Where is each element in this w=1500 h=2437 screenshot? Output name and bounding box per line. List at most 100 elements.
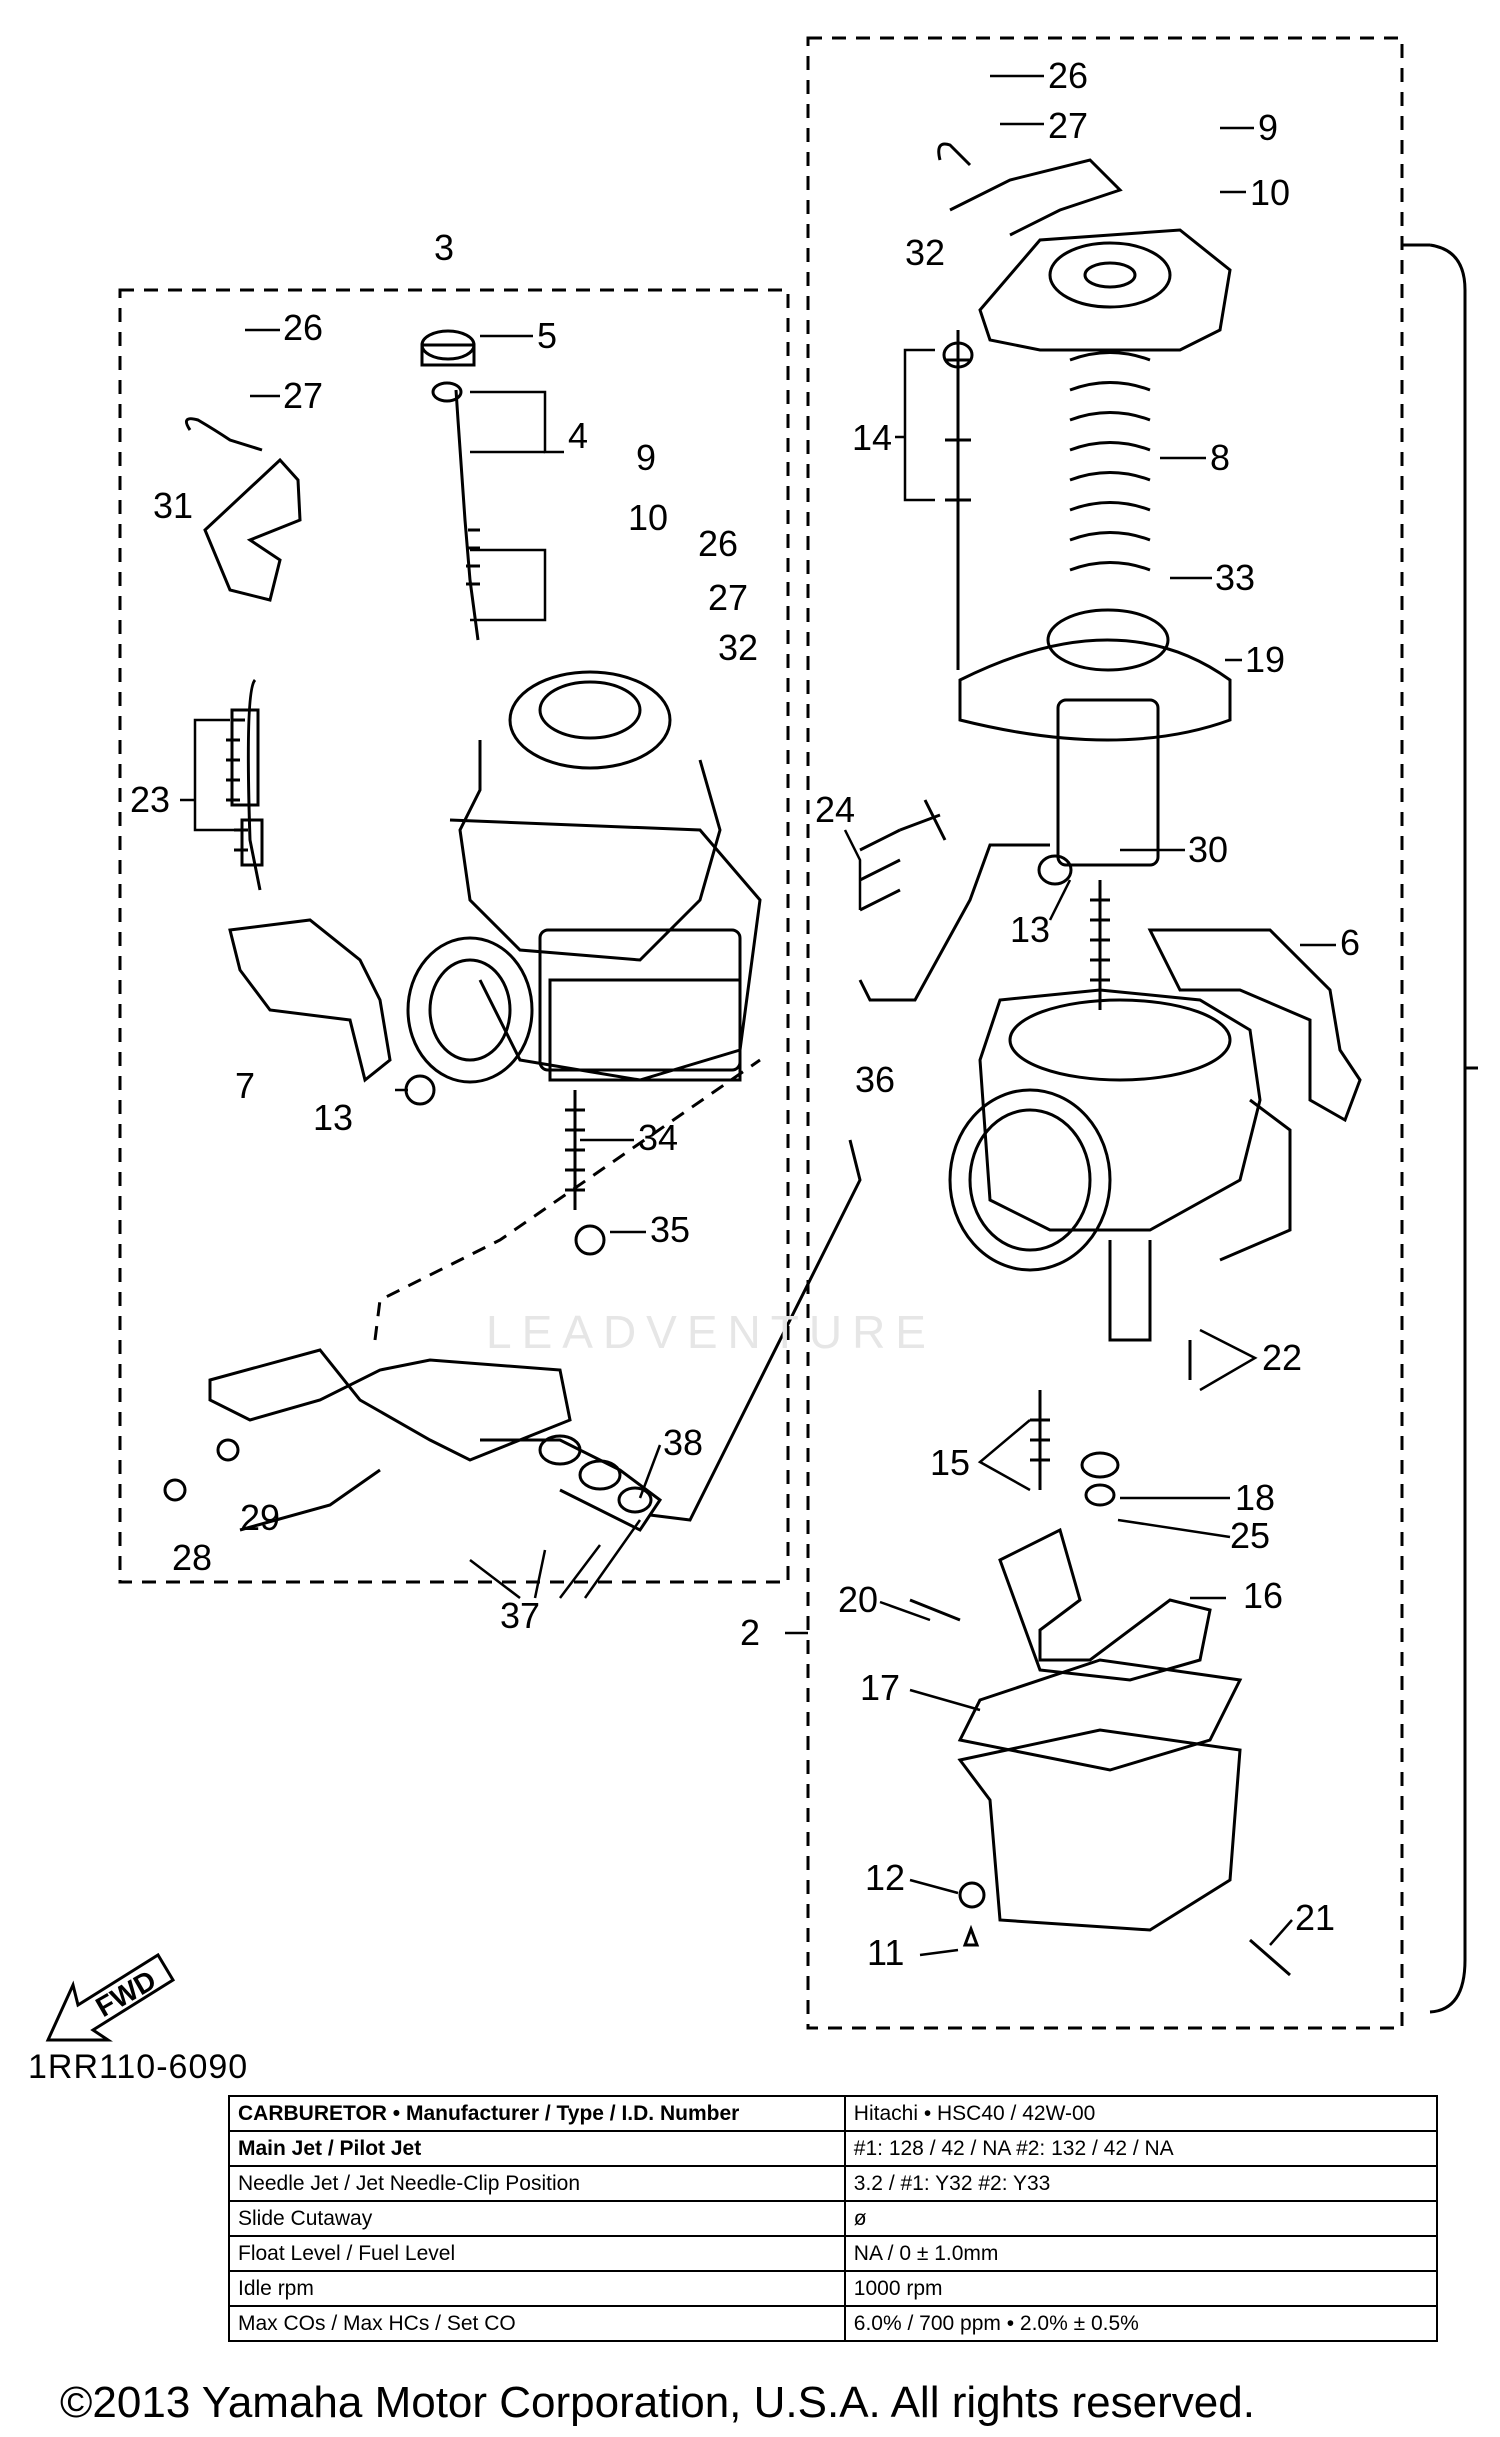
watermark-text: LEADVENTURE [486, 1306, 936, 1358]
part-17-gasket [957, 1658, 1243, 1772]
spec-value: 1000 rpm [843, 2270, 1439, 2307]
spec-label: Needle Jet / Jet Needle-Clip Position [228, 2165, 846, 2202]
callout-label: 33 [1215, 557, 1255, 598]
leader-lines [180, 74, 1336, 1957]
part-15-jet [1030, 1390, 1050, 1490]
callout-label: 19 [1245, 639, 1285, 680]
callout-label: 30 [1188, 829, 1228, 870]
callout-label: 14 [852, 417, 892, 458]
callout-label: 16 [1243, 1575, 1283, 1616]
carburetor-spec-table: CARBURETOR • Manufacturer / Type / I.D. … [228, 2095, 1439, 2342]
callout-labels: 26 27 9 10 32 8 14 33 19 3 26 5 27 31 4 … [130, 55, 1360, 1973]
callout-label: 23 [130, 779, 170, 820]
figure-code: 1RR110-6090 [28, 2048, 249, 2086]
callout-label: 10 [1250, 172, 1290, 213]
spec-row: Main Jet / Pilot Jet#1: 128 / 42 / NA #2… [228, 2130, 1439, 2167]
callout-label: 34 [638, 1117, 678, 1158]
callout-label: 13 [1010, 909, 1050, 950]
part-21-screw [1249, 1938, 1291, 1977]
part-19-diaphragm [958, 638, 1232, 742]
callout-label: 10 [628, 497, 668, 538]
callout-label: 27 [708, 577, 748, 618]
copyright-notice: ©2013 Yamaha Motor Corporation, U.S.A. A… [60, 2378, 1255, 2427]
callout-label: 29 [240, 1497, 280, 1538]
callout-label: 37 [500, 1595, 540, 1636]
callout-label: 7 [235, 1065, 255, 1106]
callout-label: 20 [838, 1579, 878, 1620]
part-37-shaft [480, 1438, 663, 1532]
part-4-needle [454, 389, 480, 641]
callout-label: 24 [815, 789, 855, 830]
exploded-parts-diagram: 26 27 9 10 32 8 14 33 19 3 26 5 27 31 4 … [118, 36, 1478, 2030]
callout-label: 3 [434, 227, 454, 268]
spec-label: Main Jet / Pilot Jet [228, 2130, 846, 2167]
part-34-screw [565, 1090, 585, 1210]
callout-label: 2 [740, 1612, 760, 1653]
part-19-piston [1056, 698, 1160, 867]
part-16-float [998, 1527, 1212, 1682]
callout-label: 4 [568, 415, 588, 456]
spec-label: Float Level / Fuel Level [228, 2235, 846, 2272]
callout-label: 22 [1262, 1337, 1302, 1378]
group-box-2 [806, 36, 1404, 2030]
callout-label: 28 [172, 1537, 212, 1578]
spec-value: NA / 0 ± 1.0mm [843, 2235, 1439, 2272]
part-7-bracket [228, 918, 392, 1083]
part-14-screw [945, 330, 971, 670]
callout-label: 13 [313, 1097, 353, 1138]
callout-label: 17 [860, 1667, 900, 1708]
callout-label: 5 [537, 315, 557, 356]
group-box-3 [118, 288, 790, 1584]
spec-label: CARBURETOR • Manufacturer / Type / I.D. … [228, 2095, 846, 2132]
callout-label: 8 [1210, 437, 1230, 478]
part-31-bracket [203, 457, 302, 602]
throttle-linkage [208, 1348, 572, 1462]
spec-value: Hitachi • HSC40 / 42W-00 [843, 2095, 1439, 2132]
part-36-rod [858, 843, 1050, 1002]
callout-label: 26 [1048, 55, 1088, 96]
spec-value: #1: 128 / 42 / NA #2: 132 / 42 / NA [843, 2130, 1439, 2167]
left-carburetor-body [406, 670, 762, 1084]
callout-label: 32 [718, 627, 758, 668]
callout-label: 15 [930, 1442, 970, 1483]
spec-label: Slide Cutaway [228, 2200, 846, 2237]
callout-label: 31 [153, 485, 193, 526]
callout-label: 25 [1230, 1515, 1270, 1556]
spec-label: Max COs / Max HCs / Set CO [228, 2305, 846, 2342]
callout-label: 27 [283, 375, 323, 416]
part-24-spring [859, 828, 901, 912]
fwd-label: FWD [91, 1964, 162, 2023]
assembly-bracket [1429, 243, 1467, 2014]
part-30-needle [1090, 880, 1110, 1010]
callout-label: 21 [1295, 1897, 1335, 1938]
callout-label: 6 [1340, 922, 1360, 963]
forward-arrow-icon: FWD [45, 1952, 176, 2042]
spec-value: 3.2 / #1: Y32 #2: Y33 [843, 2165, 1439, 2202]
part-32-clip [949, 158, 1123, 237]
callout-label: 26 [283, 307, 323, 348]
part-6-bracket [1147, 928, 1362, 1123]
callout-label: 35 [650, 1209, 690, 1250]
callout-label: 38 [663, 1422, 703, 1463]
spec-value: 6.0% / 700 ppm • 2.0% ± 0.5% [843, 2305, 1439, 2342]
callout-label: 36 [855, 1059, 895, 1100]
callout-label: 12 [865, 1857, 905, 1898]
callout-label: 27 [1048, 105, 1088, 146]
callout-label: 11 [867, 1932, 904, 1973]
spec-label: Idle rpm [228, 2270, 846, 2307]
spec-row: CARBURETOR • Manufacturer / Type / I.D. … [228, 2095, 1439, 2132]
callout-label: 26 [698, 523, 738, 564]
callout-label: 18 [1235, 1477, 1275, 1518]
callout-label: 9 [636, 437, 656, 478]
callout-label: 9 [1258, 107, 1278, 148]
right-carburetor-body [948, 988, 1292, 1342]
part-8-spring [1069, 351, 1151, 572]
part-float-bowl [957, 1728, 1242, 1932]
part-cover [978, 228, 1232, 352]
spec-value: ø [843, 2200, 1439, 2237]
